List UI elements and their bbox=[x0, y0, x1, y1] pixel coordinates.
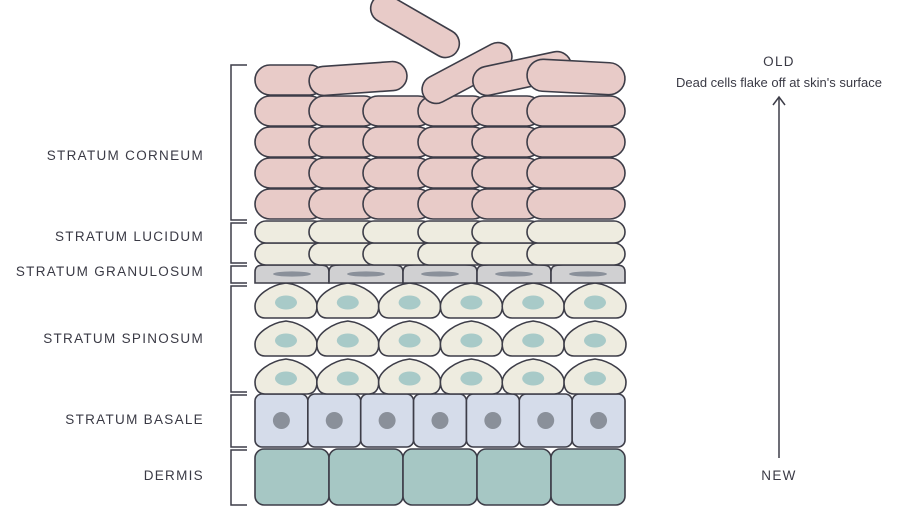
layer-bracket bbox=[230, 394, 247, 448]
spinosum-nucleus bbox=[584, 295, 606, 310]
granulosum-granule bbox=[347, 271, 385, 277]
corneum-cell bbox=[526, 95, 626, 127]
layer-brackets bbox=[230, 64, 247, 506]
layer-bracket bbox=[230, 449, 247, 506]
lucidum-cell bbox=[526, 220, 626, 244]
spinosum-nucleus bbox=[275, 333, 297, 348]
basale-nucleus bbox=[590, 412, 608, 429]
spinosum-nucleus bbox=[460, 333, 483, 348]
dermis-cell bbox=[550, 448, 626, 506]
dermis-cell bbox=[254, 448, 330, 506]
label-dermis: DERMIS bbox=[143, 468, 204, 483]
spinosum-nucleus bbox=[336, 295, 359, 310]
spinosum-nucleus bbox=[460, 371, 483, 386]
label-stratum-spinosum: STRATUM SPINOSUM bbox=[43, 331, 204, 346]
old-label: OLD bbox=[763, 54, 795, 69]
spinosum-nucleus bbox=[398, 333, 421, 348]
granulosum-granule bbox=[569, 271, 607, 277]
corneum-cell bbox=[526, 157, 626, 189]
basale-nucleus bbox=[378, 412, 396, 429]
basale-nucleus bbox=[325, 412, 343, 429]
spinosum-nucleus bbox=[584, 333, 606, 348]
layer-bracket bbox=[230, 265, 247, 284]
granulosum-granule bbox=[273, 271, 311, 277]
label-stratum-lucidum: STRATUM LUCIDUM bbox=[55, 229, 204, 244]
basale-nucleus bbox=[484, 412, 502, 429]
spinosum-nucleus bbox=[398, 295, 421, 310]
corneum-cells bbox=[254, 95, 626, 220]
spinosum-nucleus bbox=[584, 371, 606, 386]
label-stratum-corneum: STRATUM CORNEUM bbox=[46, 148, 204, 163]
arrow-head bbox=[772, 95, 786, 106]
spinosum-nucleus bbox=[460, 295, 483, 310]
corneum-cell bbox=[526, 126, 626, 158]
new-label: NEW bbox=[761, 468, 797, 483]
old-new-arrow bbox=[772, 95, 786, 458]
dermis-cells bbox=[254, 448, 626, 506]
spinosum-cells bbox=[254, 282, 627, 395]
flaking-cell bbox=[308, 60, 408, 97]
granulosum-cells bbox=[254, 264, 626, 284]
flaking-cells bbox=[254, 0, 626, 105]
spinosum-nucleus bbox=[336, 371, 359, 386]
dermis-cell bbox=[402, 448, 478, 506]
dermis-cell bbox=[328, 448, 404, 506]
basale-nucleus bbox=[537, 412, 555, 429]
granulosum-granule bbox=[495, 271, 533, 277]
layer-bracket bbox=[230, 285, 247, 393]
label-stratum-basale: STRATUM BASALE bbox=[65, 412, 204, 427]
lucidum-cell bbox=[526, 242, 626, 266]
spinosum-nucleus bbox=[522, 371, 545, 386]
flaking-cell bbox=[369, 0, 461, 59]
spinosum-nucleus bbox=[398, 371, 421, 386]
corneum-cell bbox=[526, 188, 626, 220]
label-stratum-granulosum: STRATUM GRANULOSUM bbox=[15, 264, 204, 279]
basale-nucleus bbox=[431, 412, 449, 429]
spinosum-nucleus bbox=[522, 295, 545, 310]
granulosum-granule bbox=[421, 271, 459, 277]
flaking-cell bbox=[526, 58, 626, 96]
lucidum-cells bbox=[254, 220, 626, 266]
layer-bracket bbox=[230, 64, 247, 221]
layer-bracket bbox=[230, 222, 247, 264]
basale-nucleus bbox=[272, 412, 290, 429]
spinosum-nucleus bbox=[275, 371, 297, 386]
basale-cells bbox=[254, 393, 626, 448]
spinosum-nucleus bbox=[522, 333, 545, 348]
spinosum-nucleus bbox=[275, 295, 297, 310]
dermis-cell bbox=[476, 448, 552, 506]
old-caption: Dead cells flake off at skin's surface bbox=[675, 75, 883, 90]
spinosum-nucleus bbox=[336, 333, 359, 348]
